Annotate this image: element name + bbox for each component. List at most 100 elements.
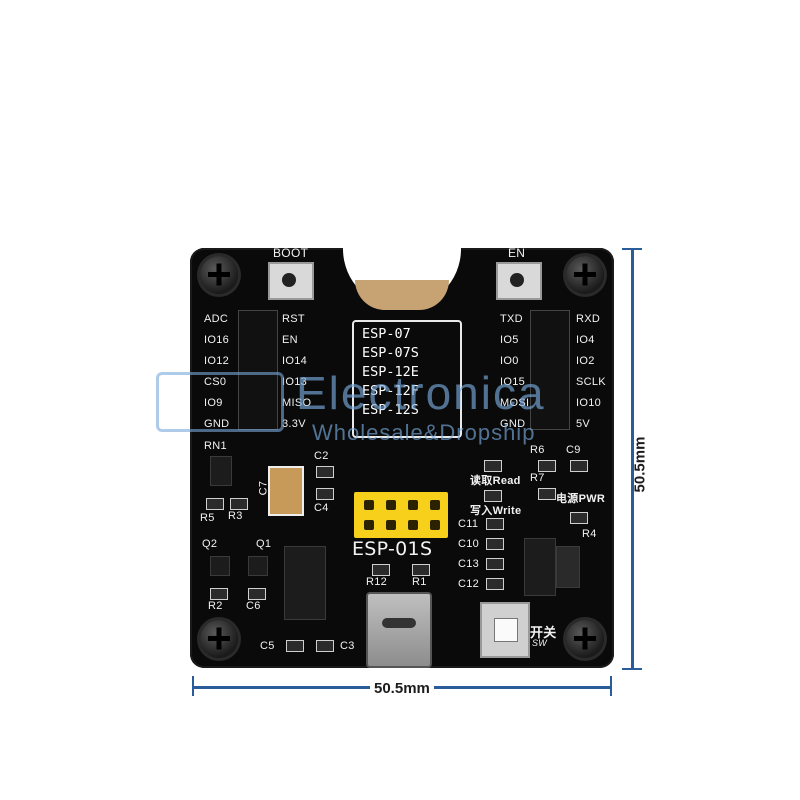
pin-label: IO9	[204, 397, 223, 409]
pin-label: RST	[282, 313, 305, 325]
regulator-tab	[556, 546, 580, 588]
right-pin-header	[530, 310, 570, 430]
switch-sub-label: SW	[532, 638, 548, 648]
r7-label: R7	[530, 472, 545, 484]
pin-label: CS0	[204, 376, 227, 388]
q2-label: Q2	[202, 538, 218, 550]
r2-label: R2	[208, 600, 223, 612]
watermark-subtitle: Wholesale&Dropship	[312, 420, 536, 445]
c13-label: C13	[458, 558, 480, 570]
pin-label: TXD	[500, 313, 523, 325]
height-dimension-line	[631, 250, 634, 668]
height-dimension-label: 50.5mm	[631, 436, 649, 493]
width-dimension-tick-right	[610, 676, 612, 696]
q2-chip	[210, 556, 230, 576]
screw-bottom-left	[200, 620, 238, 658]
pin-label: GND	[204, 418, 230, 430]
pin-label: ADC	[204, 313, 229, 325]
width-dimension-tick-left	[192, 676, 194, 696]
esp01s-label: ESP-01S	[352, 538, 433, 560]
pin-label: MISO	[282, 397, 312, 409]
r5-label: R5	[200, 512, 215, 524]
usb-c-port[interactable]	[366, 592, 432, 668]
width-dimension-label: 50.5mm	[370, 680, 434, 697]
read-led	[484, 460, 502, 472]
pin-label: IO14	[282, 355, 308, 367]
r3-part	[230, 498, 248, 510]
pin-label: GND	[500, 418, 526, 430]
c9-part	[570, 460, 588, 472]
pin-label: IO12	[204, 355, 230, 367]
module-label: ESP-12E	[362, 364, 419, 380]
screw-top-left	[200, 256, 238, 294]
c11-label: C11	[458, 518, 479, 530]
c10-label: C10	[458, 538, 480, 550]
c4-label: C4	[314, 502, 329, 514]
usb-serial-chip	[284, 546, 326, 620]
r7-part	[538, 488, 556, 500]
voltage-regulator	[524, 538, 556, 596]
pin-label: RXD	[576, 313, 601, 325]
pin-label: SCLK	[576, 376, 606, 388]
c7-capacitor	[268, 466, 304, 516]
c2-label: C2	[314, 450, 329, 462]
power-led	[570, 512, 588, 524]
screw-bottom-right	[566, 620, 604, 658]
pin-label: IO0	[500, 355, 519, 367]
c6-part	[248, 588, 266, 600]
r12-label: R12	[366, 576, 388, 588]
write-led-label: 写入Write	[470, 505, 522, 517]
pin-label: IO15	[500, 376, 526, 388]
c2-part	[316, 466, 334, 478]
module-label: ESP-12S	[362, 402, 419, 418]
esp-module-outline	[352, 320, 462, 438]
r12-part	[372, 564, 390, 576]
pin-label: 3.3V	[282, 418, 306, 430]
module-label: ESP-07S	[362, 345, 419, 361]
switch-label: 开关	[530, 625, 557, 640]
c13-part	[486, 558, 504, 570]
q1-chip	[248, 556, 268, 576]
height-dimension-tick-top	[622, 248, 642, 250]
watermark-logo	[156, 372, 284, 432]
r1-part	[412, 564, 430, 576]
write-led	[484, 490, 502, 502]
pin-label: MOSI	[500, 397, 530, 409]
pin-label: IO16	[204, 334, 230, 346]
c12-part	[486, 578, 504, 590]
left-pin-header	[238, 310, 278, 430]
c10-part	[486, 538, 504, 550]
c6-label: C6	[246, 600, 261, 612]
c5-part	[286, 640, 304, 652]
module-cutout	[355, 280, 449, 310]
c3-part	[316, 640, 334, 652]
pin-label: IO5	[500, 334, 519, 346]
boot-button[interactable]	[268, 262, 314, 300]
r2-part	[210, 588, 228, 600]
r1-label: R1	[412, 576, 427, 588]
power-switch[interactable]	[480, 602, 530, 658]
esp01s-socket[interactable]	[354, 492, 448, 538]
en-button[interactable]	[496, 262, 542, 300]
read-led-label: 读取Read	[470, 475, 521, 487]
module-label: ESP-12F	[362, 383, 419, 399]
en-label: EN	[508, 246, 526, 260]
height-dimension-tick-bottom	[622, 668, 642, 670]
r6-label: R6	[530, 444, 545, 456]
pin-label: 5V	[576, 418, 591, 430]
rn1-chip	[210, 456, 232, 486]
pin-label: IO4	[576, 334, 595, 346]
r6-part	[538, 460, 556, 472]
watermark-title: Electronica	[296, 367, 546, 419]
r4-label: R4	[582, 528, 597, 540]
c9-label: C9	[566, 444, 581, 456]
c3-label: C3	[340, 640, 355, 652]
c7-label: C7	[257, 480, 270, 496]
pin-label: IO13	[282, 376, 308, 388]
c4-part	[316, 488, 334, 500]
pin-label: IO10	[576, 397, 602, 409]
power-led-label: 电源PWR	[556, 493, 606, 505]
screw-top-right	[566, 256, 604, 294]
c11-part	[486, 518, 504, 530]
c5-label: C5	[260, 640, 275, 652]
